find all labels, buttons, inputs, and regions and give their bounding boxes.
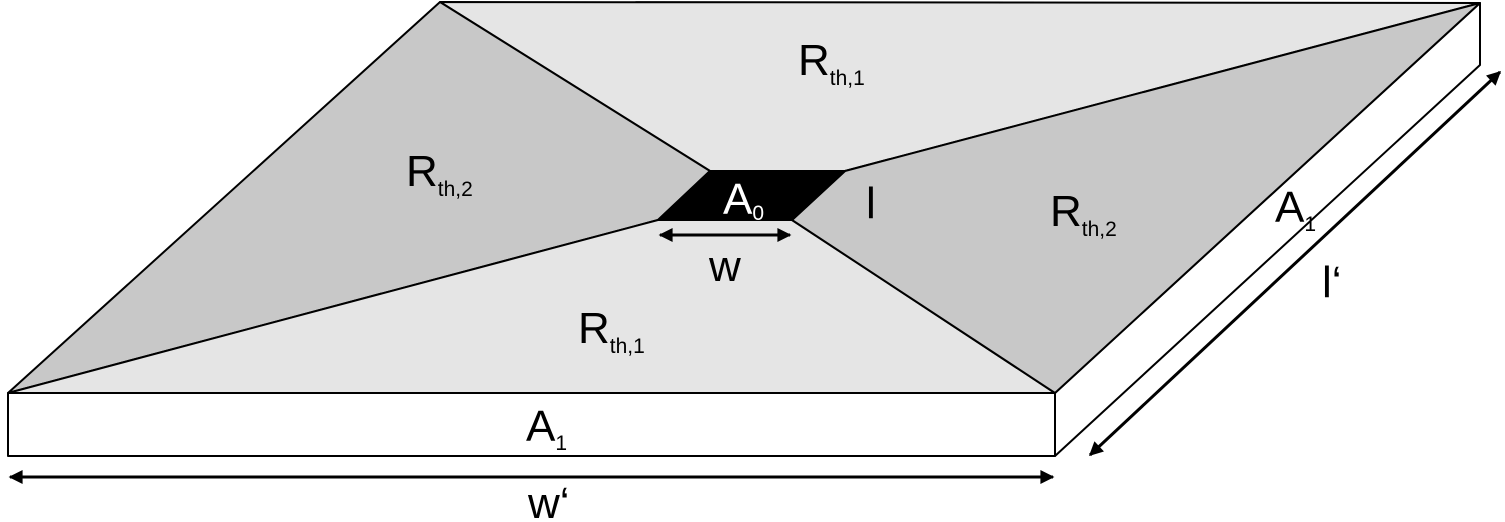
w-label: w	[708, 242, 741, 291]
rth1-top-label: Rth,1	[798, 36, 865, 90]
heat-source-a0	[657, 170, 846, 221]
rth2-right-label: Rth,2	[1050, 187, 1117, 241]
l-prime-dimension-arrow	[1088, 70, 1502, 457]
l-prime-label: l‘	[1322, 258, 1342, 307]
a1-front-label: A1	[526, 402, 567, 455]
w-prime-label: w‘	[527, 479, 570, 522]
rth1-bottom-label: Rth,1	[578, 304, 645, 358]
a1-side-label: A1	[1275, 183, 1316, 236]
rth2-left-label: Rth,2	[406, 147, 473, 201]
a0-label: A0	[723, 175, 764, 225]
l-label: l	[866, 179, 876, 228]
